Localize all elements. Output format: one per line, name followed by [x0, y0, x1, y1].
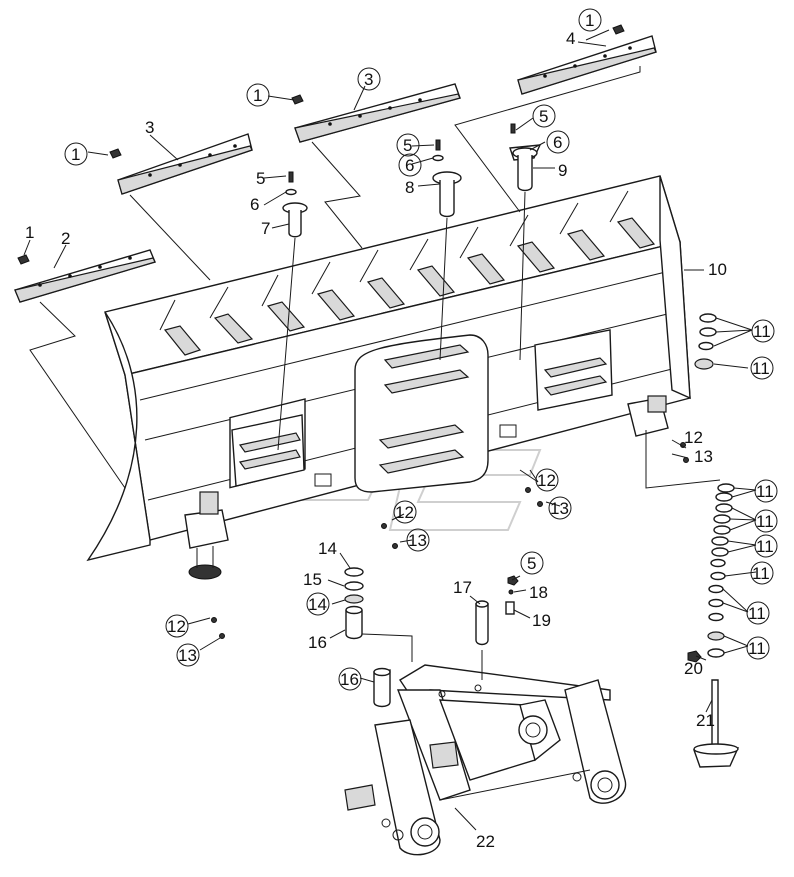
leader-lines	[23, 29, 757, 831]
callout-11: 11	[748, 639, 766, 658]
callout-15: 15	[303, 570, 322, 589]
callout-18: 18	[529, 583, 548, 602]
push-frame	[344, 664, 627, 856]
callout-4: 4	[566, 29, 575, 48]
callout-1: 1	[71, 145, 80, 164]
cutting-edges	[14, 24, 657, 303]
callout-6: 6	[250, 195, 259, 214]
callout-12: 12	[395, 503, 414, 522]
callout-labels: 1 2 1 3 1 3 1 4 5 6 7 5 6 8 5 6 9 10 11 …	[25, 11, 774, 851]
callout-1: 1	[253, 86, 262, 105]
callout-12: 12	[684, 428, 703, 447]
callout-10: 10	[708, 260, 727, 279]
callout-14: 14	[308, 595, 327, 614]
callout-16: 16	[308, 633, 327, 652]
callout-7: 7	[261, 219, 270, 238]
callout-3: 3	[364, 70, 373, 89]
callout-circles	[64, 8, 778, 691]
callout-12: 12	[167, 617, 186, 636]
callout-5: 5	[539, 107, 548, 126]
callout-20: 20	[684, 659, 703, 678]
callout-13: 13	[550, 499, 569, 518]
callout-12: 12	[537, 471, 556, 490]
callout-5: 5	[527, 554, 536, 573]
callout-5: 5	[403, 136, 412, 155]
callout-17: 17	[453, 578, 472, 597]
callout-6: 6	[405, 156, 414, 175]
callout-13: 13	[694, 447, 713, 466]
callout-14: 14	[318, 539, 337, 558]
callout-2: 2	[61, 229, 70, 248]
callout-11: 11	[756, 512, 774, 531]
blade-moldboard	[86, 175, 691, 580]
callout-11: 11	[752, 359, 770, 378]
callout-1: 1	[585, 11, 594, 30]
callout-5: 5	[256, 169, 265, 188]
callout-1: 1	[25, 223, 34, 242]
callout-16: 16	[340, 670, 359, 689]
callout-6: 6	[553, 133, 562, 152]
callout-19: 19	[532, 611, 551, 630]
callout-11: 11	[756, 482, 774, 501]
callout-13: 13	[408, 531, 427, 550]
callout-21: 21	[696, 711, 715, 730]
callout-11: 11	[753, 322, 771, 341]
callout-13: 13	[178, 646, 197, 665]
callout-11: 11	[748, 604, 766, 623]
callout-3: 3	[145, 118, 154, 137]
callout-8: 8	[405, 178, 414, 197]
callout-9: 9	[558, 161, 567, 180]
callout-22: 22	[476, 832, 495, 851]
callout-11: 11	[756, 537, 774, 556]
callout-11: 11	[752, 564, 770, 583]
washer-stacks	[687, 313, 740, 768]
